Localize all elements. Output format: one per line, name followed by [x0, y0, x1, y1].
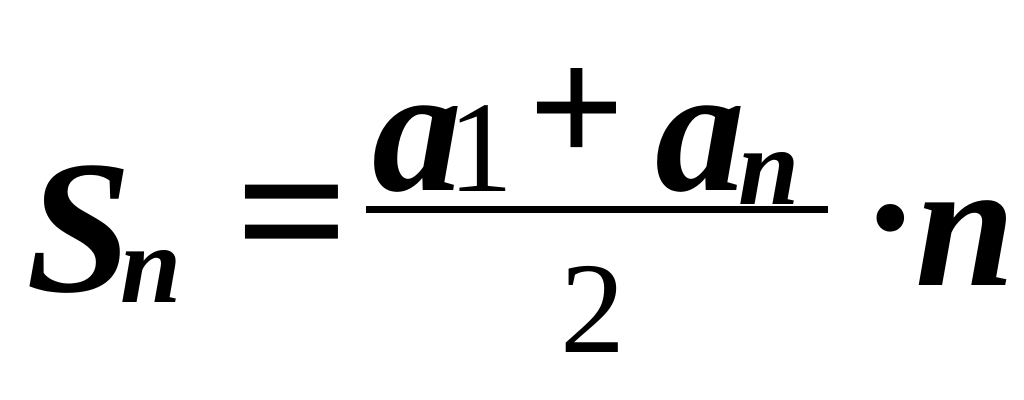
numerator-term1-subscript: 1: [448, 76, 513, 220]
numerator-term2-subscript: n: [738, 106, 800, 228]
numerator-term2-symbol: a: [655, 30, 745, 229]
multiply-dot: ·: [862, 123, 919, 311]
sum-symbol: S: [26, 123, 132, 333]
plus-operator: +: [528, 13, 625, 201]
equals-sign: =: [235, 101, 349, 322]
denominator: 2: [560, 237, 625, 381]
fraction-bar: [366, 206, 828, 213]
numerator-term1-symbol: a: [372, 30, 462, 229]
sum-subscript: n: [120, 204, 182, 326]
factor-n: n: [915, 125, 1016, 324]
